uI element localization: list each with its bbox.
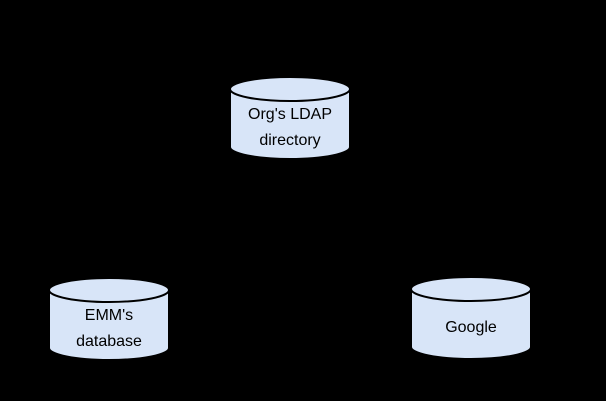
node-label: Google — [412, 300, 530, 356]
node-label: Org's LDAP directory — [231, 100, 349, 156]
node-emm-database: EMM's database — [48, 277, 170, 361]
node-org-ldap-directory: Org's LDAP directory — [229, 76, 351, 160]
database-cylinder-icon — [229, 76, 351, 160]
node-label: EMM's database — [50, 301, 168, 357]
node-label-line: database — [76, 333, 142, 350]
node-google: Google — [410, 276, 532, 360]
node-label-line: Google — [445, 319, 497, 336]
node-label-line: EMM's — [84, 307, 134, 324]
node-label-line: directory — [259, 132, 321, 149]
database-cylinder-icon — [48, 277, 170, 361]
database-cylinder-icon — [410, 276, 532, 360]
node-label-line: Org's LDAP — [248, 106, 332, 123]
